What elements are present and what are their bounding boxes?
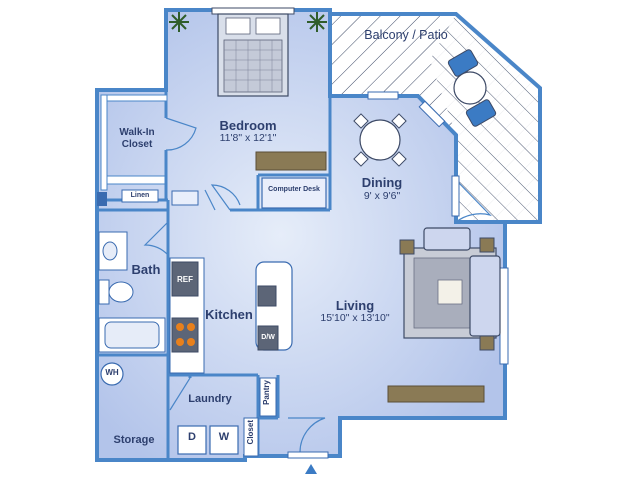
dining-dims: 9' x 9'6": [363, 190, 401, 202]
dining-table: [353, 113, 407, 167]
living-label: Living: [335, 298, 375, 313]
window: [418, 100, 446, 128]
closet-shelves: [100, 94, 199, 206]
kitchen-fixtures: [169, 257, 293, 374]
tv-console: [387, 385, 485, 403]
bedroom-label: Bedroom: [219, 118, 277, 133]
entry-arrow: [305, 464, 317, 474]
walkin-closet-text: Walk-In Closet: [119, 127, 155, 150]
walkin-closet-label: Walk-In Closet: [108, 127, 166, 151]
window: [367, 91, 399, 100]
computer-desk: [261, 177, 327, 209]
dining-label: Dining: [361, 175, 403, 190]
linen-label: Linen: [130, 192, 150, 199]
plant-icon: [169, 12, 189, 32]
ref-label: REF: [177, 275, 193, 284]
bed: [211, 7, 295, 97]
kitchen-label: Kitchen: [205, 307, 253, 322]
laundry-fixtures: [100, 362, 277, 457]
wh-label: WH: [105, 368, 119, 377]
washer-label: W: [218, 431, 230, 443]
living-dims: 15'10" x 13'10": [320, 312, 390, 324]
interior-walls: [97, 10, 332, 460]
window: [451, 175, 460, 217]
computer-desk-label: Computer Desk: [264, 185, 324, 194]
bath-label: Bath: [131, 262, 161, 277]
door-swings: [143, 117, 492, 453]
closet-label: Closet: [246, 420, 255, 445]
computer-desk-text: Computer Desk: [268, 186, 320, 193]
balcony-furniture: [447, 49, 497, 127]
dryer-label: D: [188, 431, 196, 443]
pantry-label: Pantry: [262, 380, 271, 405]
balcony-label: Balcony / Patio: [364, 28, 448, 42]
entry-door: [287, 451, 329, 459]
bath-fixtures: [97, 192, 166, 353]
storage-label: Storage: [113, 434, 155, 446]
dw-label: D/W: [261, 334, 275, 341]
laundry-label: Laundry: [188, 393, 232, 405]
sofa-set: [399, 227, 501, 351]
plant-icon: [307, 12, 327, 32]
bedroom-dims: 11'8" x 12'1": [219, 132, 277, 144]
dresser: [255, 151, 327, 171]
window: [499, 267, 509, 365]
